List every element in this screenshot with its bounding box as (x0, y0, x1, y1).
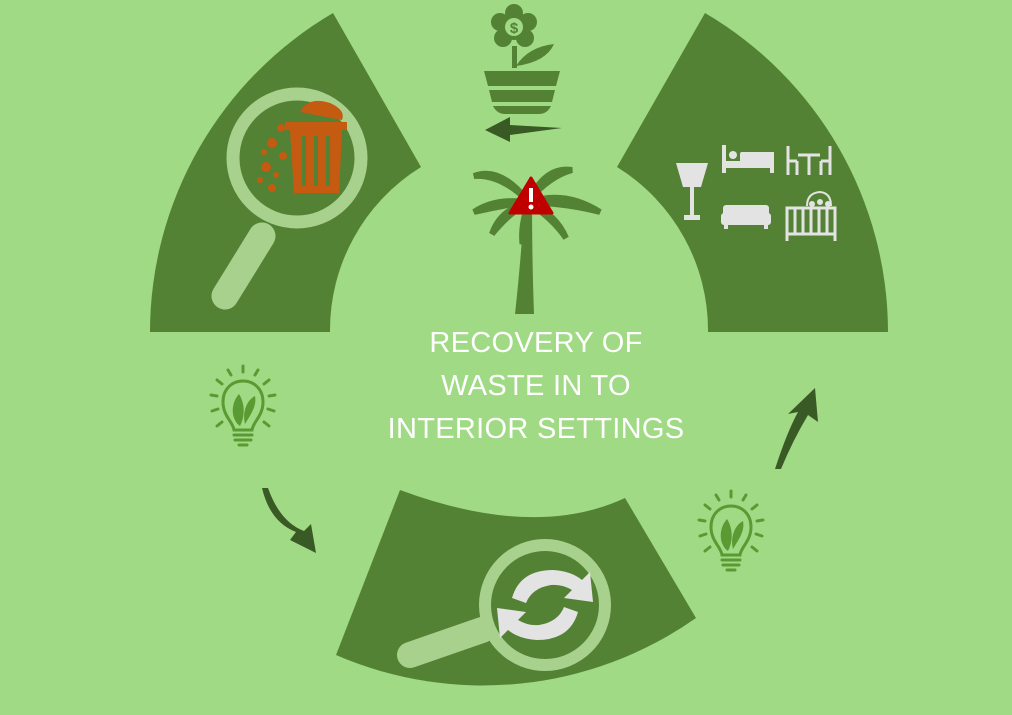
title-line-1: RECOVERY OF (429, 327, 643, 359)
curved-arrow-up-icon (775, 388, 818, 469)
dining-table-icon (786, 146, 832, 175)
title-line-2: WASTE IN TO (441, 370, 631, 402)
crib-icon (785, 190, 837, 241)
eco-lightbulb-icon (209, 364, 277, 447)
title-line-3: INTERIOR SETTINGS (387, 413, 685, 445)
money-plant-icon: $ (484, 4, 560, 114)
curved-arrow-down-icon (262, 488, 316, 553)
bed-icon (722, 145, 774, 173)
sofa-icon (721, 205, 771, 229)
palm-tree-warning-icon (472, 166, 602, 314)
diagram-title: RECOVERY OF WASTE IN TO INTERIOR SETTING… (356, 322, 716, 451)
magnifier-trash-icon (211, 87, 368, 310)
arrow-left-icon (485, 117, 562, 142)
dollar-symbol: $ (510, 20, 519, 37)
eco-lightbulb-icon (697, 489, 765, 572)
recycle-arrows-icon (497, 570, 593, 640)
magnifier-recycle-icon (397, 539, 611, 671)
floor-lamp-icon (676, 163, 708, 220)
furniture-icons (676, 145, 837, 241)
trash-bin-icon (257, 100, 347, 193)
warning-triangle-icon (508, 176, 554, 215)
right-segment (617, 13, 888, 332)
